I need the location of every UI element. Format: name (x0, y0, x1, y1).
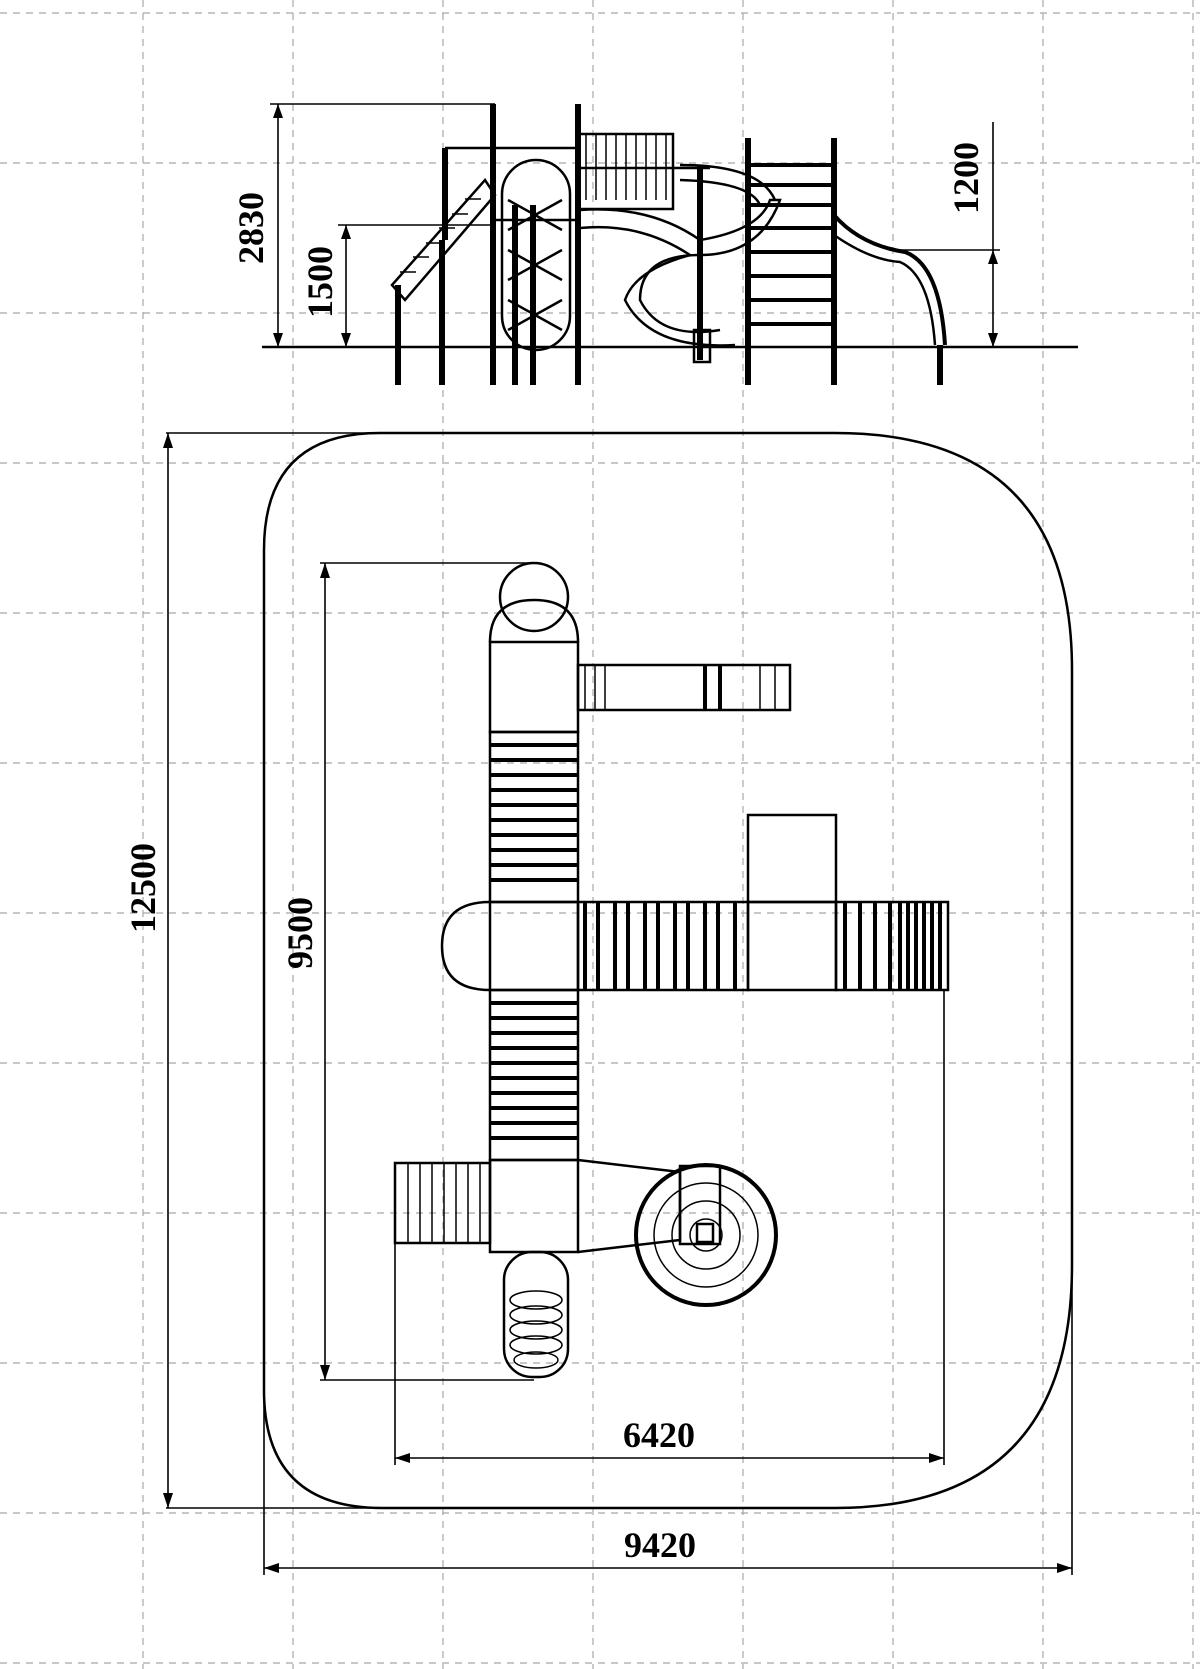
dim-label-9500: 9500 (280, 897, 320, 969)
dim-side-overall-height: 2830 (231, 103, 495, 347)
dim-label-6420: 6420 (623, 1415, 695, 1455)
plan-middle-arm-end-rungs (843, 902, 942, 990)
plan-upper-ladder (576, 663, 792, 712)
dim-side-platform-height: 1500 (300, 224, 490, 347)
dim-plan-equipment-width: 6420 (394, 990, 945, 1465)
plan-lower-stairs (393, 1161, 492, 1245)
plan-middle-arm (576, 813, 950, 992)
dim-label-2830: 2830 (231, 192, 271, 264)
side-spiral-slide (579, 163, 782, 364)
dim-side-slide-height: 1200 (900, 122, 1000, 347)
plan-bridge-upper-slats (490, 743, 578, 882)
dim-label-12500: 12500 (123, 843, 163, 933)
side-climbing-frame (745, 138, 947, 385)
dim-label-1500: 1500 (300, 246, 340, 318)
plan-main-walkway (440, 561, 580, 1254)
safety-zone-outline (262, 431, 1074, 1510)
side-left-tower (442, 104, 581, 385)
plan-bridge-lower-slats (490, 1001, 578, 1140)
dim-plan-equipment-length: 9500 (280, 562, 534, 1381)
dim-plan-total-length: 12500 (123, 432, 380, 1509)
plan-middle-arm-rungs (583, 902, 737, 990)
dim-label-1200: 1200 (946, 142, 986, 214)
side-bridge (576, 132, 710, 211)
plan-view: 12500 9500 6420 9420 (123, 431, 1074, 1575)
plan-tube-slide (502, 1250, 570, 1379)
plan-spiral-slide (577, 1158, 778, 1307)
side-elevation: 2830 1500 1200 (231, 103, 1078, 385)
dim-plan-total-width: 9420 (263, 1265, 1073, 1575)
dim-label-9420: 9420 (624, 1525, 696, 1565)
